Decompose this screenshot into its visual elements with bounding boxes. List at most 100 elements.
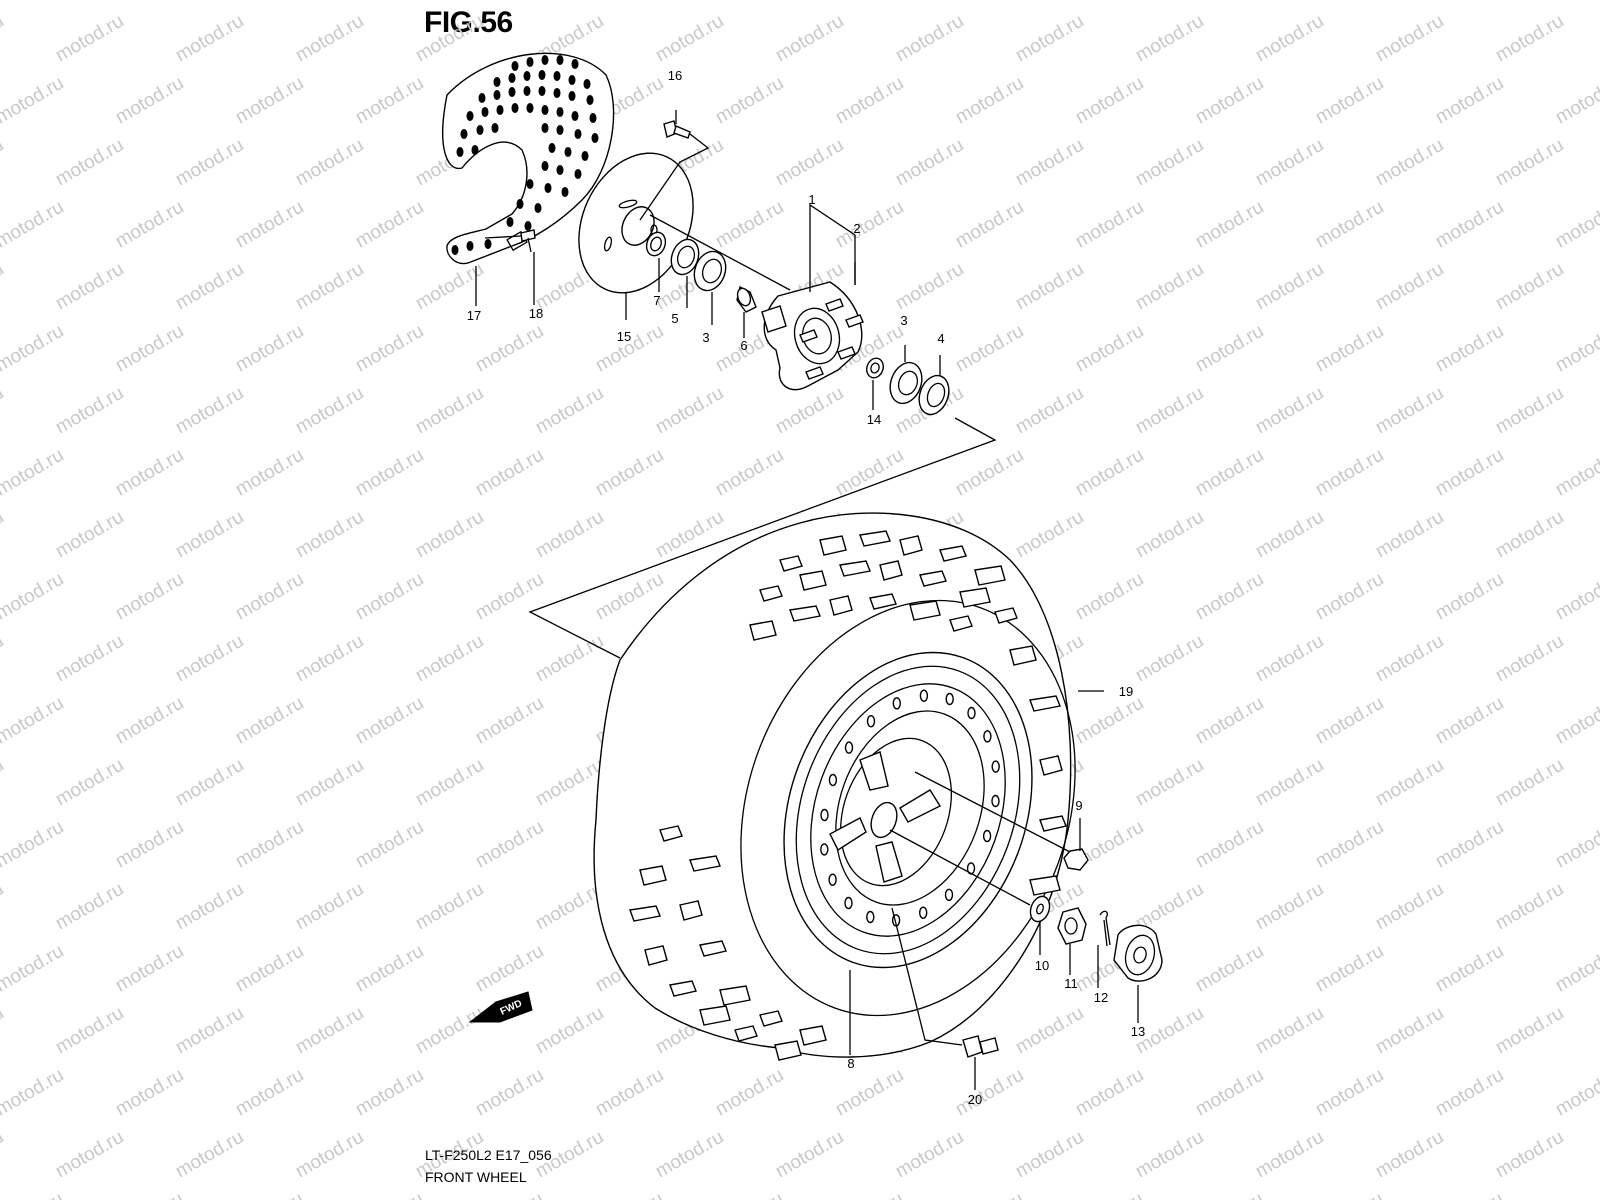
tread-block — [899, 535, 923, 556]
watermark-text: motod.ru — [1192, 0, 1267, 4]
watermark-text: motod.ru — [172, 879, 247, 935]
guard-bolt — [484, 229, 536, 253]
watermark-text: motod.ru — [0, 445, 67, 501]
watermark-text: motod.ru — [1312, 569, 1387, 625]
watermark-text: motod.ru — [1072, 445, 1147, 501]
guard-hole — [466, 241, 474, 251]
watermark-text: motod.ru — [0, 693, 67, 749]
watermark-text: motod.ru — [0, 321, 67, 377]
watermark-text: motod.ru — [352, 693, 427, 749]
watermark-text: motod.ru — [712, 0, 787, 4]
guard-hole — [553, 71, 561, 81]
guard-hole — [526, 103, 534, 113]
watermark-text: motod.ru — [232, 0, 307, 4]
watermark-text: motod.ru — [1372, 383, 1447, 439]
watermark-text: motod.ru — [1552, 693, 1600, 749]
rim-hole — [866, 715, 876, 728]
watermark-text: motod.ru — [112, 321, 187, 377]
disc-bolt — [639, 120, 710, 221]
watermark-text: motod.ru — [1012, 135, 1087, 191]
watermark-text: motod.ru — [892, 259, 967, 315]
watermark-text: motod.ru — [1012, 507, 1087, 563]
watermark-text: motod.ru — [952, 1065, 1027, 1121]
guard-hole — [571, 111, 579, 121]
tread-block — [839, 560, 871, 577]
callout-number: 6 — [740, 338, 747, 353]
watermark-text: motod.ru — [232, 1189, 307, 1200]
tread-block — [949, 615, 973, 632]
rim-hole — [892, 697, 901, 710]
watermark-text: motod.ru — [592, 0, 667, 4]
watermark-text: motod.ru — [952, 321, 1027, 377]
watermark-text: motod.ru — [412, 507, 487, 563]
watermark-text: motod.ru — [232, 693, 307, 749]
guard-hole — [541, 123, 549, 133]
guard-hole — [460, 129, 468, 139]
callout-number: 20 — [968, 1092, 982, 1107]
watermark-text: motod.ru — [1312, 0, 1387, 4]
tread-block — [799, 1025, 827, 1046]
castle-nut — [1057, 907, 1087, 945]
watermark-text: motod.ru — [1132, 259, 1207, 315]
guard-hole — [538, 70, 546, 80]
watermark-text: motod.ru — [1252, 259, 1327, 315]
watermark-text: motod.ru — [472, 693, 547, 749]
callout-number: 14 — [867, 412, 881, 427]
tread-block — [819, 535, 847, 556]
rim-hole — [844, 896, 853, 910]
watermark-text: motod.ru — [1252, 631, 1327, 687]
watermark-text: motod.ru — [1132, 383, 1207, 439]
rim-hole — [844, 741, 854, 754]
watermark-text: motod.ru — [0, 1003, 7, 1059]
callout-number: 19 — [1119, 684, 1133, 699]
callout-number: 15 — [617, 329, 631, 344]
watermark-text: motod.ru — [172, 11, 247, 67]
watermark-text: motod.ru — [52, 135, 127, 191]
watermark-text: motod.ru — [0, 817, 67, 873]
guard-hole — [571, 59, 579, 69]
watermark-text: motod.ru — [352, 1065, 427, 1121]
tread-block — [959, 587, 991, 608]
watermark-text: motod.ru — [0, 197, 67, 253]
watermark-text: motod.ru — [1252, 879, 1327, 935]
watermark-text: motod.ru — [1132, 1127, 1207, 1183]
guard-hole — [541, 55, 549, 65]
tread-block — [629, 905, 661, 922]
watermark-text: motod.ru — [712, 1189, 787, 1200]
watermark-text: motod.ru — [1012, 11, 1087, 67]
guard-hole — [493, 77, 501, 87]
tread-block — [639, 865, 667, 886]
watermark-text: motod.ru — [1432, 941, 1507, 997]
watermark-text: motod.ru — [472, 1189, 547, 1200]
watermark-text: motod.ru — [412, 879, 487, 935]
guard-hole — [511, 103, 519, 113]
watermark-text: motod.ru — [1192, 1065, 1267, 1121]
figure-caption: FRONT WHEEL — [425, 1169, 527, 1185]
tread-block — [1029, 695, 1061, 712]
watermark-text: motod.ru — [352, 73, 427, 129]
watermark-text: motod.ru — [352, 197, 427, 253]
watermark-text: motod.ru — [892, 135, 967, 191]
tread-block — [789, 605, 821, 622]
watermark-text: motod.ru — [532, 755, 607, 811]
bearing-3-left — [693, 250, 727, 292]
watermark-text: motod.ru — [772, 135, 847, 191]
watermark-text: motod.ru — [232, 445, 307, 501]
callout-leaders — [475, 110, 1139, 1090]
watermark-text: motod.ru — [652, 11, 727, 67]
tread-block — [879, 560, 903, 581]
guard-hole — [491, 123, 499, 133]
watermark-text: motod.ru — [1492, 383, 1567, 439]
seal-7 — [645, 231, 667, 257]
guard-hole — [516, 199, 524, 209]
watermark-text: motod.ru — [232, 321, 307, 377]
watermark-text: motod.ru — [832, 1065, 907, 1121]
tread-block — [749, 620, 777, 641]
watermark-text: motod.ru — [172, 135, 247, 191]
guard-hole — [556, 55, 564, 65]
watermark-text: motod.ru — [0, 569, 67, 625]
tread-block — [699, 940, 727, 957]
watermark-text: motod.ru — [472, 569, 547, 625]
watermark-text: motod.ru — [712, 73, 787, 129]
